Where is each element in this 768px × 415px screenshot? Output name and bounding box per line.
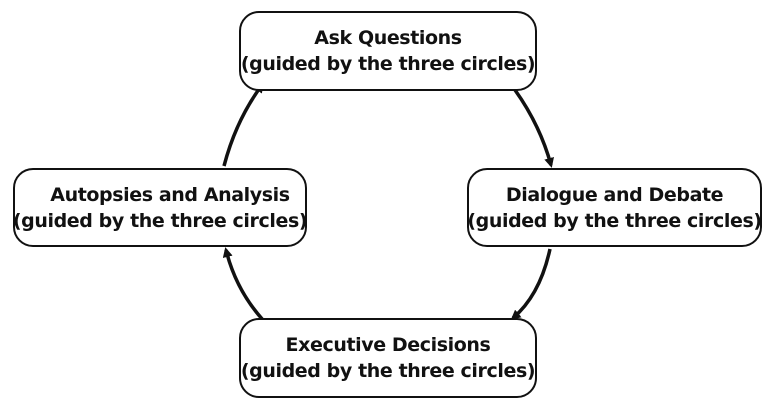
node-title: Ask Questions [314,27,462,49]
arrow-dialogue-to-executive [510,248,552,320]
node-dialogue-and-debate: Dialogue and Debate (guided by the three… [467,168,762,247]
node-executive-decisions: Executive Decisions (guided by the three… [239,318,537,398]
node-subtitle: (guided by the three circles) [467,209,762,232]
node-title: Autopsies and Analysis [50,183,290,206]
node-subtitle: (guided by the three circles) [240,53,536,75]
node-subtitle: (guided by the three circles) [240,360,536,382]
arrow-ask-to-dialogue [513,88,554,168]
arrow-autopsies-to-ask [222,82,264,167]
arrow-executive-to-autopsies [222,247,265,322]
node-title: Executive Decisions [285,334,491,356]
node-autopsies-and-analysis: Autopsies and Analysis (guided by the th… [12,168,308,247]
node-title: Dialogue and Debate [505,183,724,206]
node-ask-questions: Ask Questions (guided by the three circl… [239,11,537,91]
node-subtitle: (guided by the three circles) [12,209,308,232]
